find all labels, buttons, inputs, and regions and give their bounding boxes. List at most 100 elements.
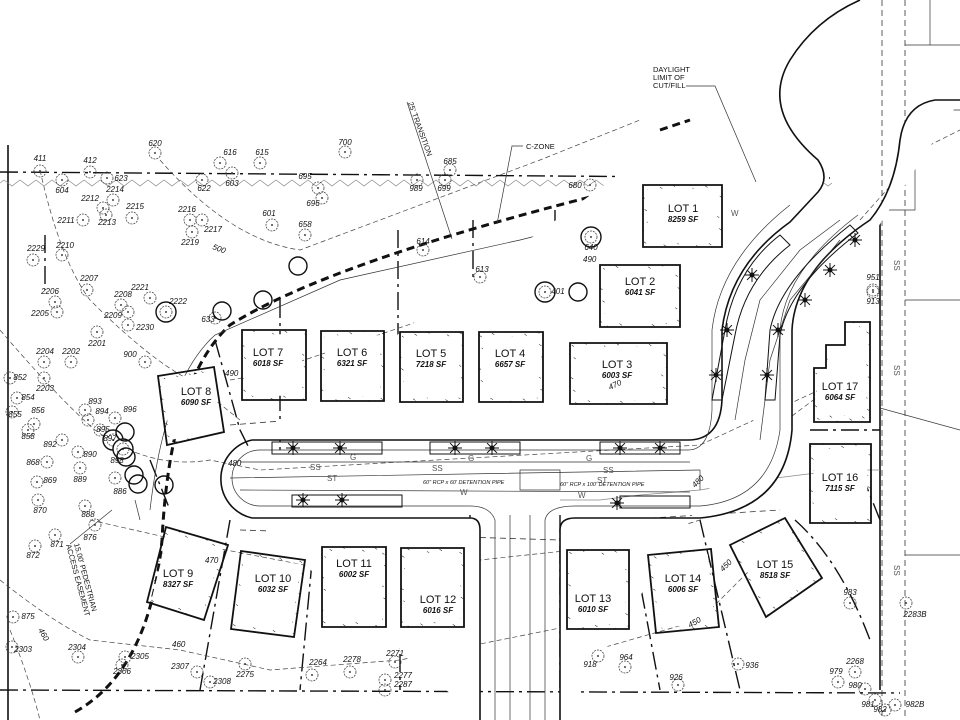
lot-outline — [647, 548, 720, 634]
tree: 875 — [6, 610, 35, 624]
tree-number: 696 — [306, 199, 320, 208]
tree-icon — [868, 693, 882, 707]
tree-icon — [64, 355, 78, 369]
tree-icon — [76, 213, 90, 227]
tree: 913 — [866, 285, 880, 306]
tree: 2205 — [30, 305, 64, 319]
tree-icon — [78, 499, 92, 513]
svg-text:SS: SS — [432, 464, 443, 473]
tree-number: 613 — [475, 265, 489, 274]
contour-label: 490 — [225, 369, 239, 378]
tree-number: 2278 — [342, 655, 361, 664]
tree: 2211 — [56, 213, 90, 227]
tree-number: 895 — [96, 425, 110, 434]
tree: 888 — [78, 499, 95, 519]
tree-icon — [115, 658, 129, 672]
tree-number: 601 — [262, 209, 275, 218]
planter-strips — [271, 224, 859, 509]
tree-icon — [99, 208, 113, 222]
tree: 603 — [225, 166, 239, 188]
tree: 876 — [83, 518, 102, 542]
tree-icon — [108, 471, 122, 485]
tree: 871 — [48, 528, 64, 549]
shrub-icon — [848, 233, 862, 247]
tree-icon — [618, 660, 632, 674]
tree-icon — [195, 173, 209, 187]
tree-icon — [878, 703, 892, 717]
svg-text:SS: SS — [603, 466, 614, 475]
contour-label: 490 — [583, 255, 597, 264]
shrub-icon — [610, 496, 624, 510]
tree-icon — [208, 311, 222, 325]
contour-label: 460 — [172, 640, 186, 649]
tree-icon — [100, 171, 114, 185]
tree-number: 700 — [338, 138, 352, 147]
protected-tree-icon — [116, 447, 136, 467]
tree: 2203 — [35, 371, 54, 393]
shrub-icon — [286, 441, 300, 455]
tree: 614 — [416, 237, 430, 257]
lot-area: 6002 SF — [339, 570, 370, 579]
tree: 699 — [437, 173, 452, 193]
tree: 982 — [873, 703, 892, 717]
lot-name: LOT 12 — [420, 594, 457, 606]
tree-number: 620 — [148, 139, 162, 148]
detention-pipe-label: 60" RCP x 100' DETENTION PIPE — [560, 482, 645, 488]
lot-outline — [241, 329, 307, 401]
lot-name: LOT 15 — [757, 559, 794, 571]
lot-outline — [400, 547, 465, 628]
tree: 613 — [473, 265, 489, 284]
protected-tree-icon — [128, 474, 148, 494]
tree: 989 — [409, 173, 424, 193]
tree-icon — [10, 391, 24, 405]
tree: 2303 — [5, 640, 32, 654]
tree-icon — [121, 318, 135, 332]
tree-number: 2306 — [112, 667, 131, 676]
shrub-icon — [745, 268, 759, 282]
tree-number: 918 — [583, 660, 597, 669]
tree-number: 964 — [619, 653, 633, 662]
lot-name: LOT 13 — [575, 593, 612, 605]
tree-number: 888 — [81, 510, 95, 519]
tree-number: 2303 — [13, 645, 32, 654]
tree: 2278 — [342, 655, 361, 679]
tree: 896 — [108, 405, 137, 425]
tree: 658 — [298, 220, 312, 242]
tree: 979 — [829, 667, 845, 689]
protected-tree-icon — [124, 465, 144, 485]
tree-icon — [96, 201, 110, 215]
c-zone-line — [74, 186, 626, 714]
tree-number: 2216 — [177, 205, 196, 214]
shrub-icon — [771, 323, 785, 337]
lot-name: LOT 9 — [163, 568, 193, 580]
tree: 2283B — [899, 596, 927, 619]
tree-icon — [5, 405, 19, 419]
tree-icon — [28, 539, 42, 553]
tree-icon — [3, 371, 17, 385]
tree: 926 — [669, 673, 685, 692]
tree: 411 — [33, 154, 47, 178]
tree: 2221 — [130, 283, 157, 305]
svg-text:ST: ST — [327, 474, 337, 483]
tree-number: 2308 — [212, 677, 231, 686]
lot-name: LOT 2 — [625, 276, 655, 288]
lot-outline — [813, 321, 871, 423]
tree-icon — [37, 371, 51, 385]
lot-area: 6010 SF — [578, 605, 609, 614]
tree-icon — [118, 650, 132, 664]
tree-number: 876 — [83, 533, 97, 542]
tree-number: 981 — [861, 700, 874, 709]
lot-area: 6003 SF — [602, 371, 633, 380]
tree-number: 411 — [34, 154, 47, 163]
tree: 2307 — [170, 662, 204, 679]
transition-label: 25' TRANSITION — [406, 101, 434, 158]
tree: 2206 — [40, 287, 62, 309]
tree: 964 — [618, 653, 633, 674]
tree-number: 855 — [8, 410, 22, 419]
tree: 640 — [580, 226, 602, 252]
tree-number: 936 — [745, 661, 759, 670]
tree-number: 951 — [866, 273, 879, 282]
tree-icon — [190, 665, 204, 679]
tree-number: 2206 — [40, 287, 59, 296]
